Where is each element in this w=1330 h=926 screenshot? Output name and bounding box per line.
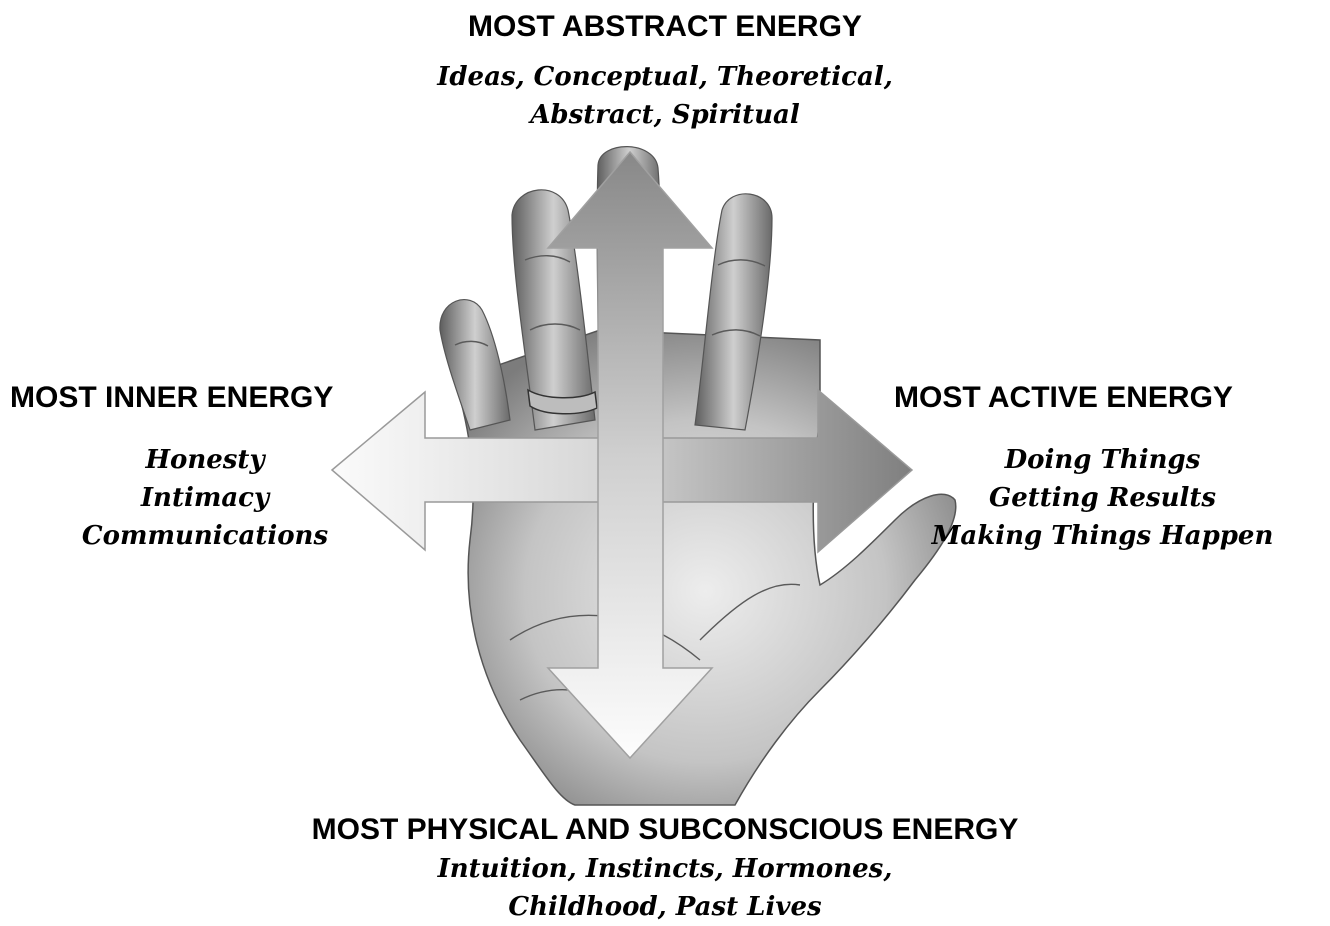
right-description-line: Doing Things (900, 441, 1305, 479)
left-heading-inner-energy: MOST INNER ENERGY (10, 383, 333, 413)
finger-pinky (440, 300, 510, 430)
top-description-line: Abstract, Spiritual (0, 96, 1330, 134)
top-description-line: Ideas, Conceptual, Theoretical, (0, 58, 1330, 96)
right-description: Doing Things Getting Results Making Thin… (900, 441, 1305, 555)
bottom-description: Intuition, Instincts, Hormones, Childhoo… (0, 850, 1330, 926)
bottom-description-line: Intuition, Instincts, Hormones, (0, 850, 1330, 888)
left-description-line: Communications (40, 517, 370, 555)
bottom-heading-physical-subconscious-energy: MOST PHYSICAL AND SUBCONSCIOUS ENERGY (0, 815, 1330, 845)
bottom-description-line: Childhood, Past Lives (0, 888, 1330, 926)
top-description: Ideas, Conceptual, Theoretical, Abstract… (0, 58, 1330, 134)
right-heading-active-energy: MOST ACTIVE ENERGY (894, 383, 1233, 413)
left-description-line: Honesty (40, 441, 370, 479)
right-description-line: Getting Results (900, 479, 1305, 517)
left-description-line: Intimacy (40, 479, 370, 517)
right-description-line: Making Things Happen (900, 517, 1305, 555)
top-heading-abstract-energy: MOST ABSTRACT ENERGY (0, 12, 1330, 42)
left-description: Honesty Intimacy Communications (40, 441, 370, 555)
